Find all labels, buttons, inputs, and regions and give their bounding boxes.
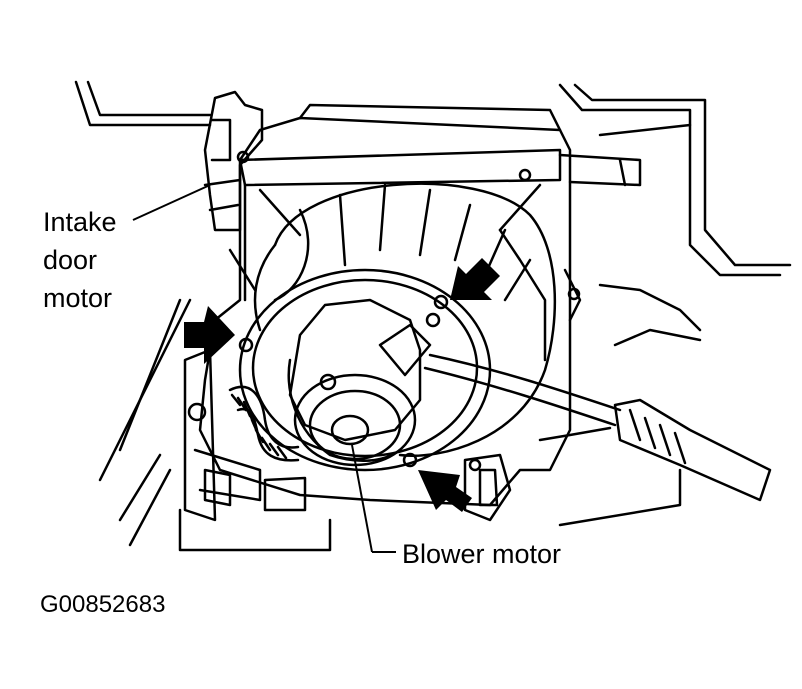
arrow-bottom-right	[418, 470, 472, 512]
wire-harness	[423, 353, 772, 502]
blower-motor-label: Blower motor	[402, 539, 562, 569]
intake-door-motor-label-line1: Intake	[43, 207, 117, 237]
intake-door-motor-label-line2: door	[43, 245, 98, 275]
figure-code: G00852683	[40, 591, 166, 618]
lower-brackets	[178, 348, 512, 552]
leader-lines	[132, 184, 396, 553]
intake-door-motor-label-line3: motor	[43, 283, 113, 313]
location-arrows	[184, 258, 500, 512]
arrow-top-right	[450, 258, 500, 300]
corrugated-hose	[228, 385, 300, 462]
arrow-left	[184, 306, 235, 364]
leader-blower-motor	[351, 444, 373, 553]
leader-intake-door-motor	[132, 184, 211, 221]
intake-door-motor	[203, 90, 264, 232]
dash-outline	[74, 80, 792, 547]
